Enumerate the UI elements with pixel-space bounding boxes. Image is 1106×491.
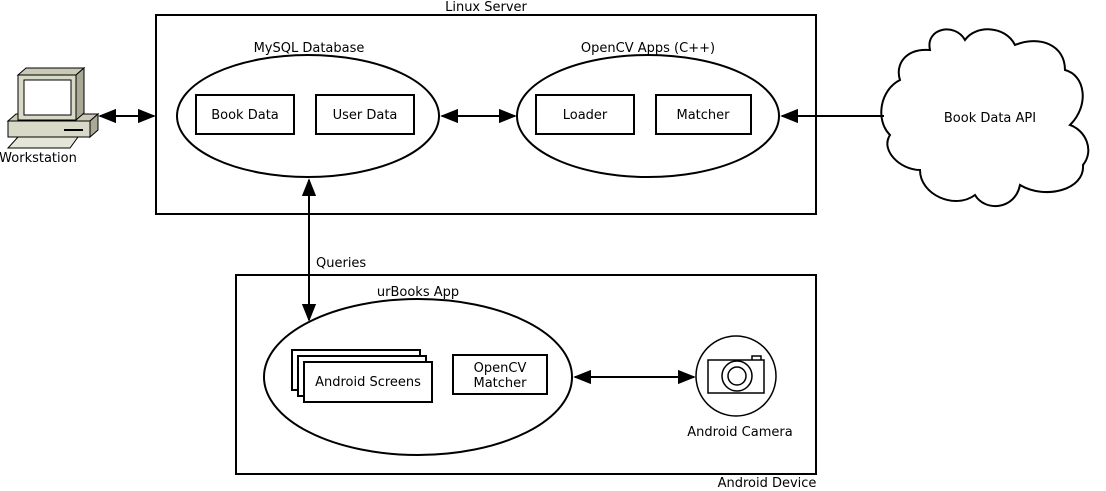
- android-camera-label: Android Camera: [687, 425, 792, 440]
- matcher-box[interactable]: [655, 94, 752, 135]
- urbooks-app-ellipse: [263, 298, 573, 456]
- workstation-label: Workstation: [0, 151, 77, 166]
- matcher-label: Matcher: [676, 108, 730, 123]
- linux-server-box: [155, 14, 817, 215]
- book-data-api-label: Book Data API: [944, 111, 1036, 126]
- queries-label: Queries: [316, 256, 366, 271]
- android-device-box: [235, 274, 817, 475]
- book-data-label: Book Data: [211, 108, 279, 123]
- workstation-icon[interactable]: [6, 66, 100, 149]
- opencv-matcher-label-line1: OpenCV: [474, 361, 527, 376]
- android-screens-box[interactable]: [303, 361, 433, 403]
- android-screens-label: Android Screens: [315, 375, 421, 390]
- urbooks-app-label: urBooks App: [377, 285, 459, 300]
- book-data-api-cloud[interactable]: [880, 28, 1090, 208]
- opencv-apps-label: OpenCV Apps (C++): [581, 41, 715, 56]
- opencv-apps-ellipse: [516, 54, 780, 178]
- user-data-label: User Data: [333, 108, 398, 123]
- loader-label: Loader: [563, 108, 608, 123]
- android-device-label: Android Device: [718, 476, 817, 491]
- user-data-box[interactable]: [315, 94, 415, 135]
- opencv-matcher-label-line2: Matcher: [473, 376, 527, 391]
- book-data-box[interactable]: [195, 94, 295, 135]
- camera-icon[interactable]: [695, 335, 777, 417]
- loader-box[interactable]: [535, 94, 635, 135]
- linux-server-label: Linux Server: [445, 0, 527, 15]
- opencv-matcher-box[interactable]: [452, 354, 548, 395]
- mysql-database-ellipse: [176, 54, 440, 178]
- mysql-database-label: MySQL Database: [254, 41, 365, 56]
